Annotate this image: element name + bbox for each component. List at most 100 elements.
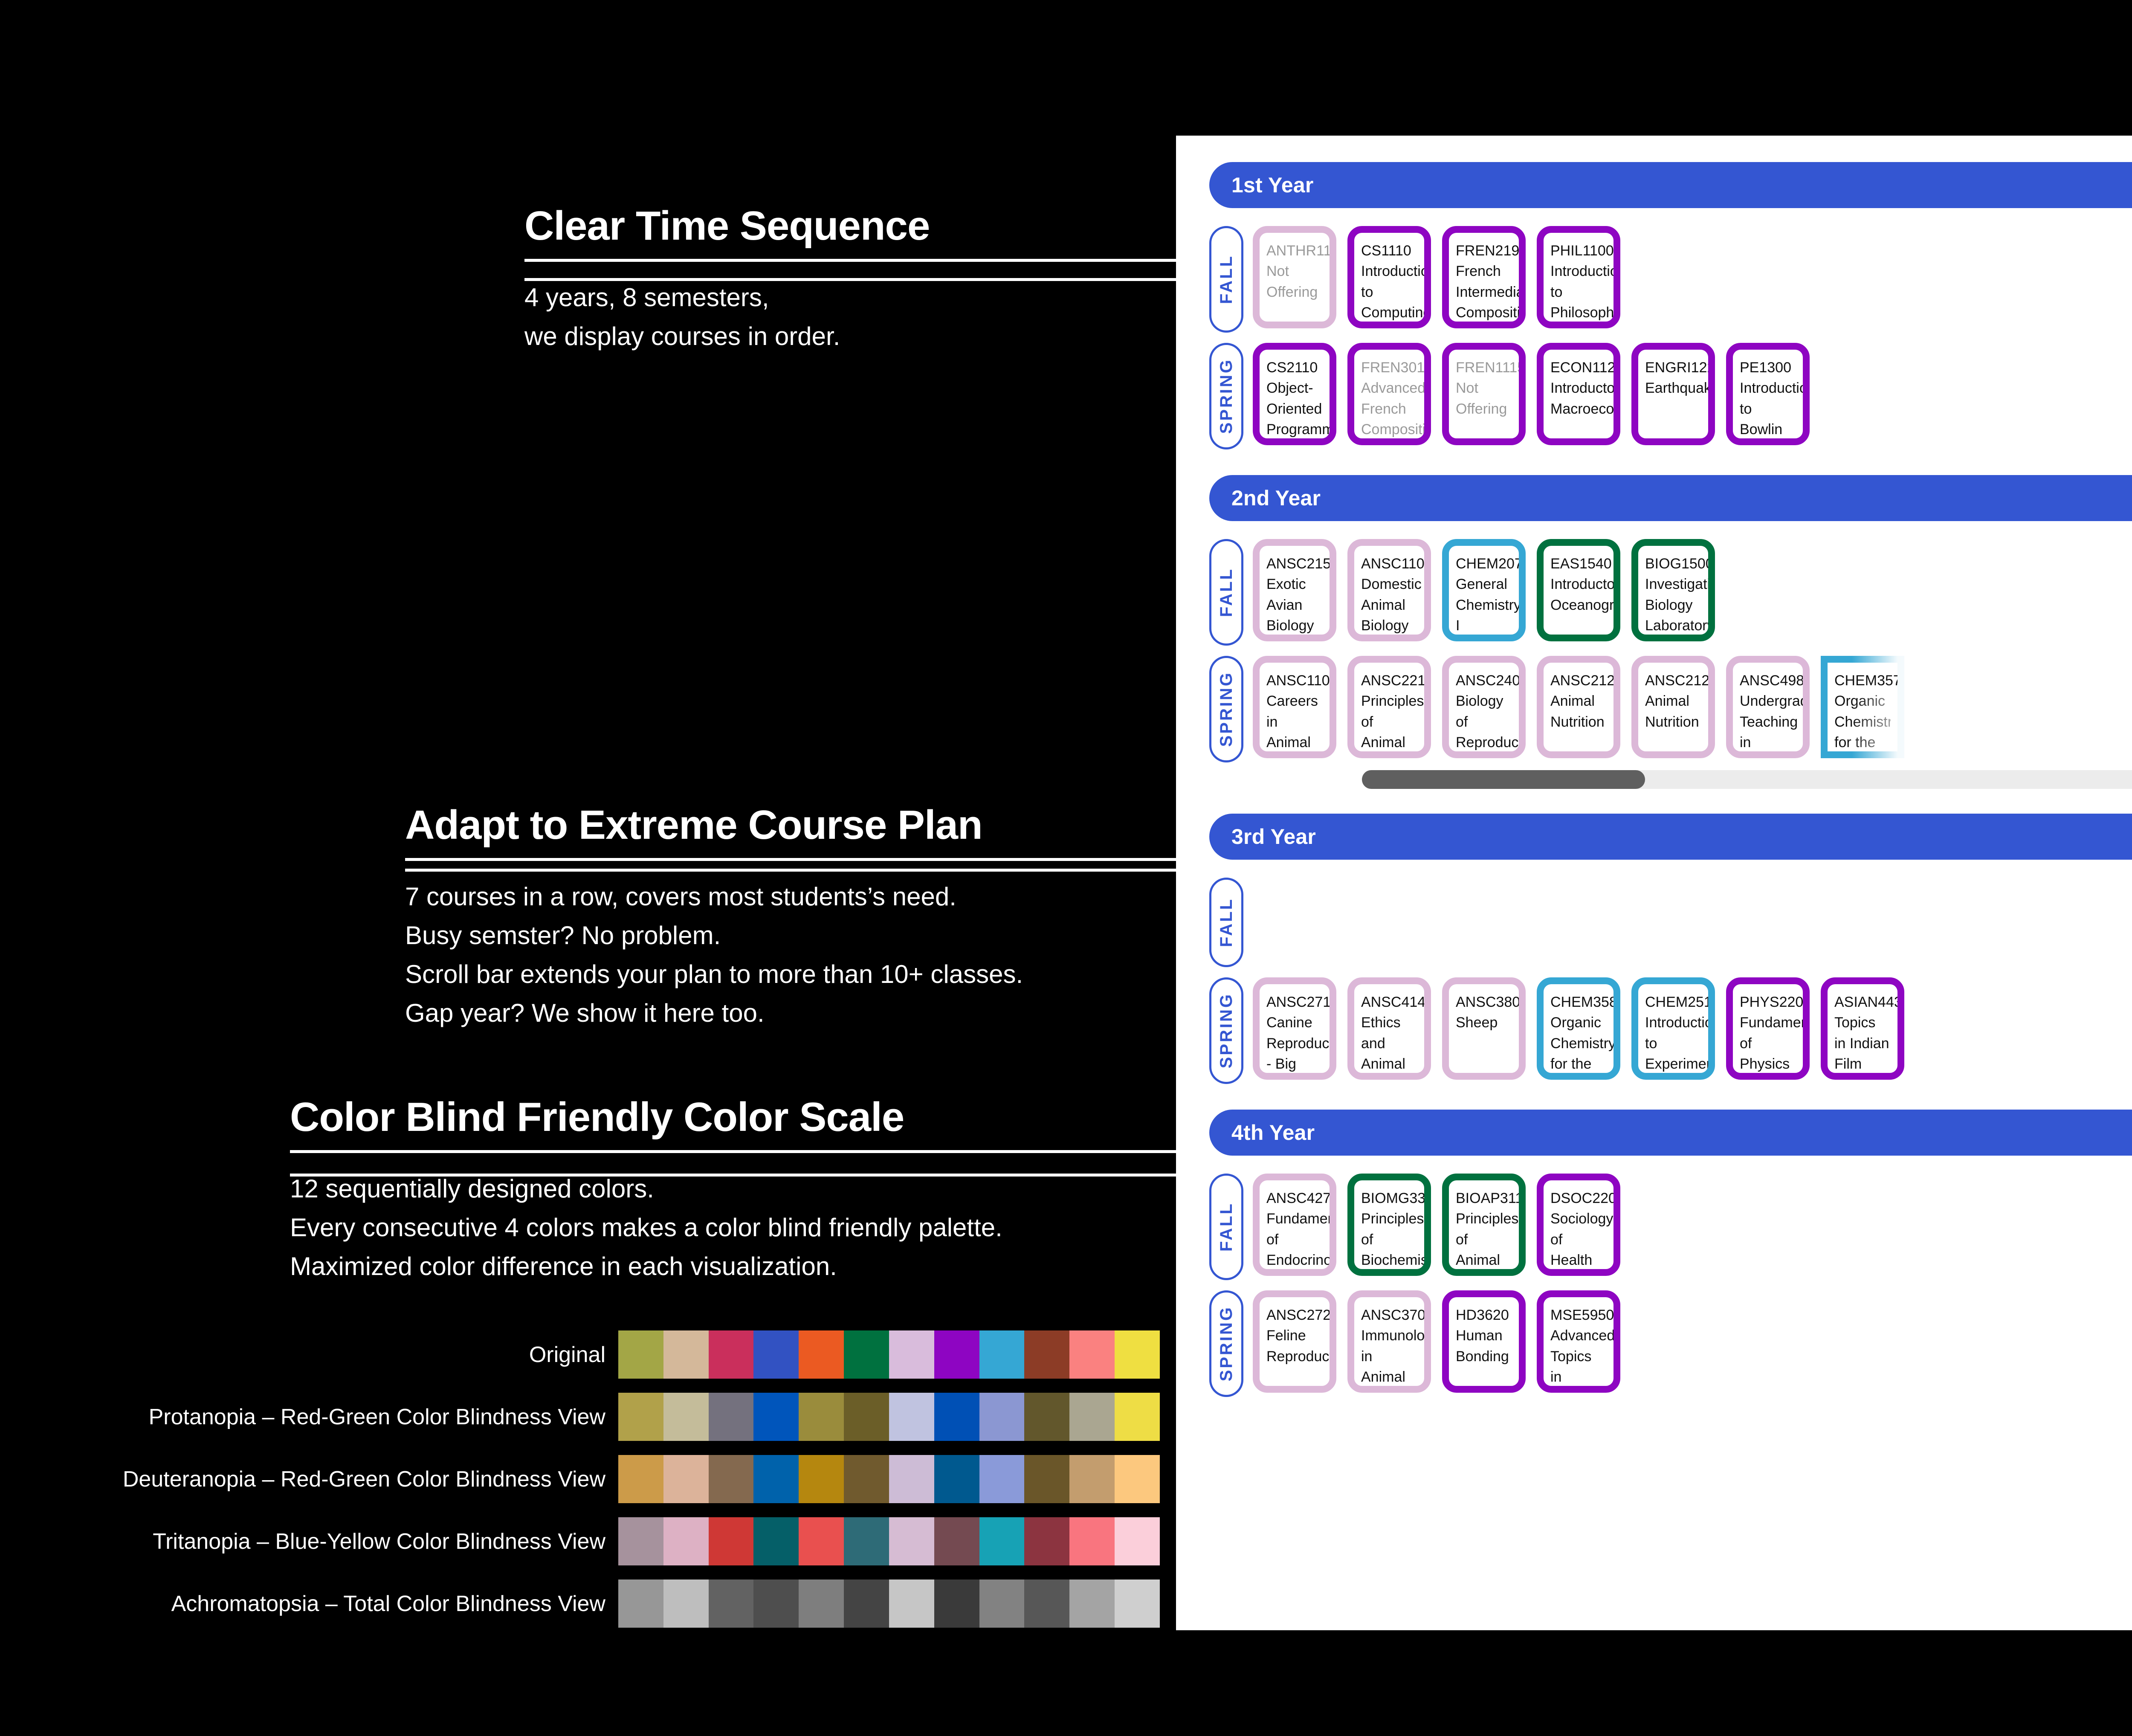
course-card[interactable]: BIOMG3310Principles of Biochemistry: Pro…	[1347, 1174, 1431, 1276]
semester-label: FALL	[1217, 255, 1236, 304]
semester-label: FALL	[1217, 568, 1236, 617]
annotation-body: 12 sequentially designed colors. Every c…	[290, 1169, 1183, 1286]
course-card-track[interactable]: ANSC4270Fundamentals of EndocrinologyBIO…	[1253, 1174, 1631, 1276]
course-card[interactable]: BIOG1500Investigative Biology Laboratory	[1631, 539, 1715, 641]
semester-label-pill[interactable]: SPRING	[1209, 1290, 1243, 1397]
course-name: Feline Reproduction	[1266, 1327, 1336, 1365]
palette-swatch	[934, 1393, 979, 1441]
course-card[interactable]: ANTHR1154Not Offering	[1253, 226, 1336, 328]
course-name: Topics in Indian Film	[1834, 1014, 1889, 1072]
course-card[interactable]: ANSC4980Undergraduate Teaching in Animal…	[1726, 656, 1810, 758]
palette-swatch	[799, 1393, 844, 1441]
scrollbar-thumb[interactable]	[1362, 770, 1645, 789]
year-header-bar[interactable]: 3rd Year	[1209, 814, 2132, 860]
palette-swatch-strip	[618, 1517, 1160, 1565]
course-name: Exotic Avian Biology and Management	[1266, 576, 1314, 634]
course-card[interactable]: ANSC3700Immunology in Animal Health and …	[1347, 1290, 1431, 1393]
semester-row: FALL ANSC4270Fundamentals of Endocrinolog…	[1209, 1174, 1631, 1280]
course-card[interactable]: ENGRI1220Earthquake!	[1631, 343, 1715, 445]
palette-swatch	[979, 1393, 1025, 1441]
semester-label-pill[interactable]: SPRING	[1209, 656, 1243, 762]
course-name: Object-Oriented Programming and Data	[1266, 380, 1334, 438]
annotation-adapt-extreme-course-plan: Adapt to Extreme Course Plan 7 courses i…	[405, 803, 1183, 1033]
course-name: Introduction to Bowlin	[1740, 380, 1810, 438]
palette-swatch	[663, 1517, 709, 1565]
horizontal-scrollbar[interactable]	[1362, 770, 2132, 789]
palette-swatch	[618, 1393, 663, 1441]
year-header-bar[interactable]: 2nd Year	[1209, 475, 2132, 521]
course-name: Introduction to Experimental Organic Che…	[1645, 1014, 1715, 1072]
semester-label: SPRING	[1217, 1306, 1236, 1382]
course-name: Animal Nutrition	[1645, 693, 1699, 730]
course-code: ANSC4980	[1740, 672, 1810, 689]
palette-swatch-strip	[618, 1455, 1160, 1503]
semester-label-pill[interactable]: FALL	[1209, 226, 1243, 333]
palette-swatch-strip	[618, 1330, 1160, 1379]
course-name: Advanced French Composition and	[1361, 380, 1426, 438]
palette-swatch	[753, 1330, 799, 1379]
annotation-line: 7 courses in a row, covers most students…	[405, 882, 956, 911]
semester-label-pill[interactable]: FALL	[1209, 1174, 1243, 1280]
palette-swatch	[844, 1393, 889, 1441]
year-header-bar[interactable]: 1st Year	[1209, 162, 2132, 208]
year-header-bar[interactable]: 4th Year	[1209, 1110, 2132, 1156]
semester-label-pill[interactable]: SPRING	[1209, 343, 1243, 449]
palette-row-label: Tritanopia – Blue-Yellow Color Blindness…	[153, 1529, 605, 1554]
course-code: BIOMG3310	[1361, 1190, 1426, 1206]
course-code: ANSC4140	[1361, 994, 1431, 1010]
semester-label-pill[interactable]: SPRING	[1209, 977, 1243, 1084]
palette-swatch	[844, 1579, 889, 1628]
palette-swatch	[1115, 1455, 1160, 1503]
course-code: ANSC2210	[1361, 672, 1431, 689]
annotation-line: Gap year? We show it here too.	[405, 999, 765, 1028]
course-name: Animal Nutrition	[1550, 693, 1605, 730]
course-card[interactable]: PHYS2208Fundamentals of Physics II	[1726, 977, 1810, 1080]
course-code: ANSC1105	[1266, 672, 1336, 689]
palette-swatch	[708, 1455, 754, 1503]
course-card[interactable]: ANSC4270Fundamentals of Endocrinology	[1253, 1174, 1336, 1276]
semester-label-pill[interactable]: FALL	[1209, 878, 1243, 967]
palette-row: Achromatopsia – Total Color Blindness Vi…	[111, 1579, 1160, 1628]
annotation-line: 4 years, 8 semesters,	[524, 283, 769, 312]
course-card-track[interactable]: ANTHR1154Not OfferingCS1110Introduction …	[1253, 226, 1631, 328]
semester-label-pill[interactable]: FALL	[1209, 539, 1243, 646]
